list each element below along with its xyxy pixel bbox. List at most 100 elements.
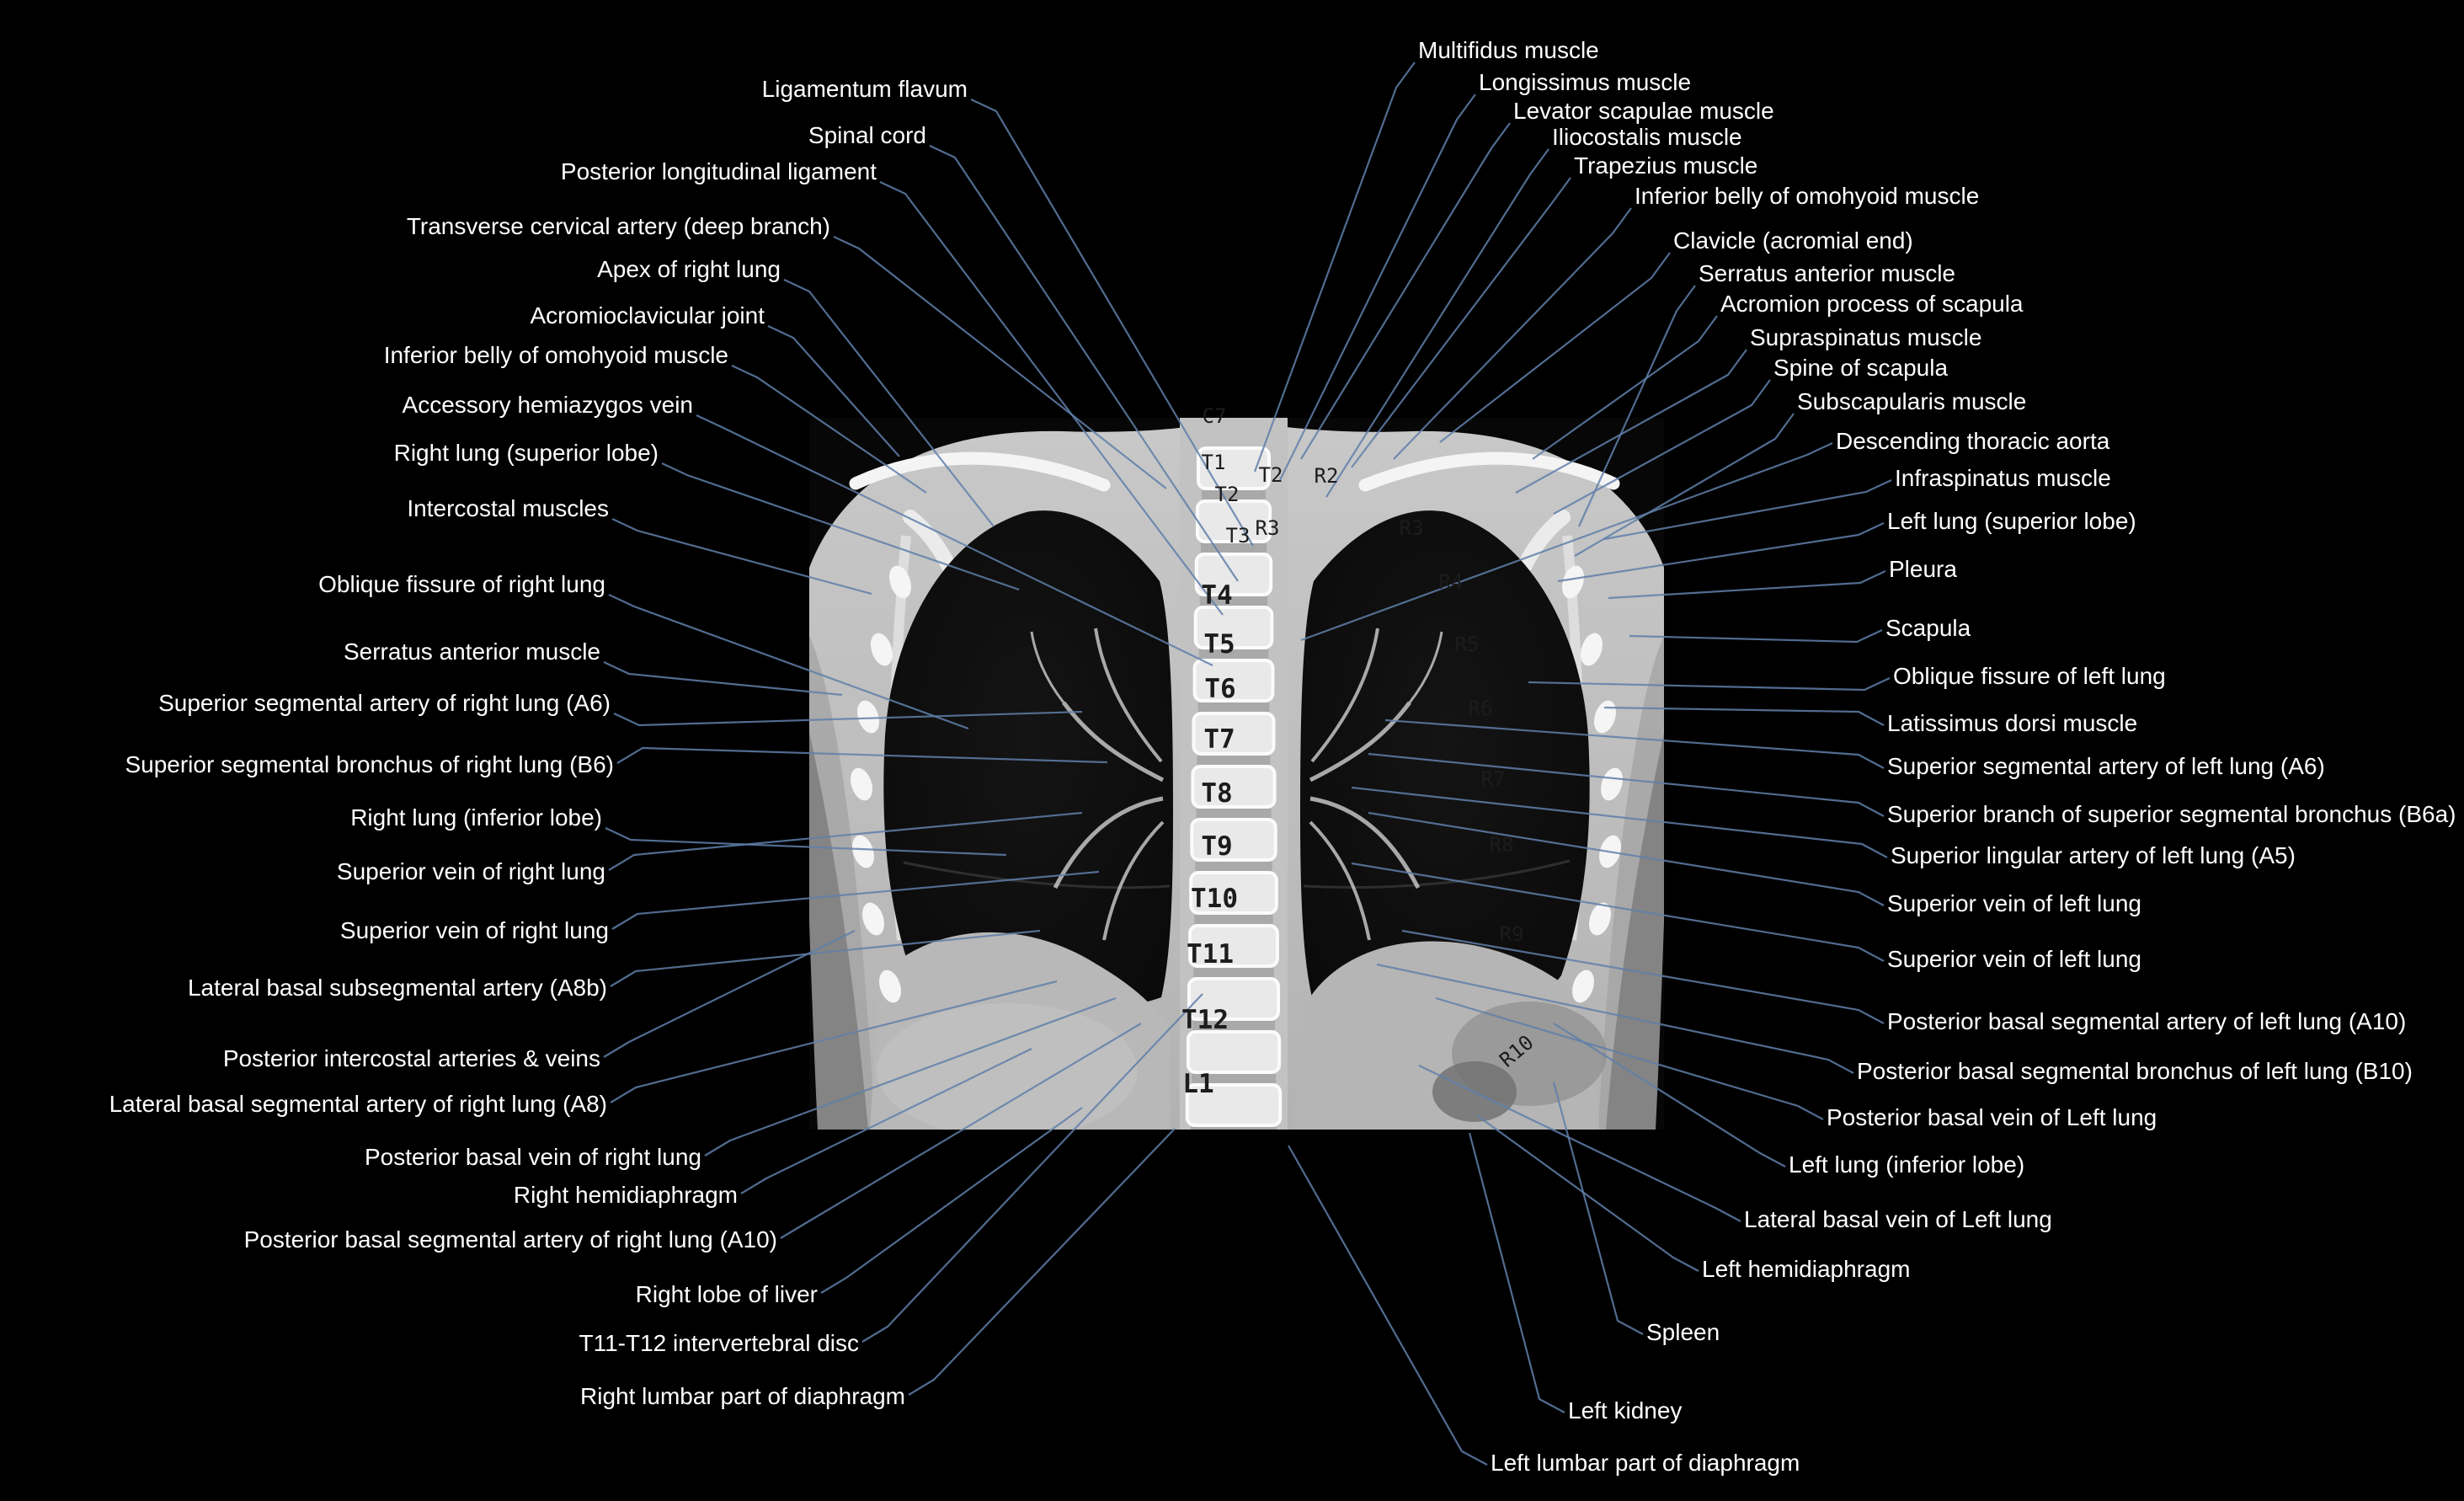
vertebra-label: T4: [1201, 580, 1233, 611]
anatomy-label: Posterior basal segmental artery of righ…: [243, 1226, 777, 1253]
anatomy-label: Right hemidiaphragm: [513, 1182, 738, 1208]
vertebra-label: C7: [1202, 404, 1227, 428]
intervertebral-disc: [1193, 968, 1274, 977]
leader-line: [1468, 1132, 1565, 1413]
leader-line: [1300, 122, 1511, 460]
leader-line: [1253, 61, 1416, 473]
intervertebral-disc: [1197, 756, 1271, 765]
anatomy-label: Acromion process of scapula: [1720, 291, 2024, 317]
anatomy-label: Lateral basal vein of Left lung: [1744, 1206, 2052, 1232]
intervertebral-disc: [1191, 1074, 1277, 1083]
vertebra-body: [1188, 924, 1279, 968]
anatomy-label: Right lobe of liver: [635, 1281, 818, 1307]
leader-line: [1477, 1115, 1699, 1272]
anatomy-label: Spine of scapula: [1773, 355, 1949, 381]
leader-line: [1439, 252, 1671, 443]
leader-line: [908, 1128, 1176, 1396]
anatomy-label: Lateral basal subsegmental artery (A8b): [187, 975, 607, 1001]
anatomy-label: Serratus anterior muscle: [1699, 260, 1956, 286]
vertebra-body: [1189, 871, 1278, 915]
intervertebral-disc: [1199, 596, 1268, 606]
anatomy-label: Superior vein of right lung: [336, 858, 605, 884]
anatomy-label: Right lumbar part of diaphragm: [580, 1383, 905, 1409]
anatomy-label: Superior segmental artery of right lung …: [158, 690, 611, 716]
anatomy-label: Intercostal muscles: [407, 495, 609, 521]
anatomy-label: Left lumbar part of diaphragm: [1491, 1450, 1800, 1476]
anatomy-label: Transverse cervical artery (deep branch): [406, 213, 830, 239]
anatomy-label: Posterior basal segmental bronchus of le…: [1857, 1058, 2413, 1084]
vertebra-label: T5: [1203, 629, 1235, 660]
anatomy-label: Iliocostalis muscle: [1552, 124, 1742, 150]
anatomy-label: Oblique fissure of left lung: [1893, 663, 2166, 689]
anatomy-label: Descending thoracic aorta: [1836, 428, 2110, 454]
anatomy-label: Left lung (superior lobe): [1887, 508, 2136, 534]
anatomy-label: Infraspinatus muscle: [1895, 465, 2111, 491]
anatomy-label: Posterior basal vein of right lung: [365, 1144, 701, 1170]
rib-label: R8: [1489, 833, 1514, 857]
anatomy-label: Right lung (inferior lobe): [350, 804, 602, 831]
vertebra-body: [1192, 659, 1275, 702]
rib-label: R6: [1468, 697, 1493, 720]
anatomy-label: Right lung (superior lobe): [393, 440, 659, 466]
anatomy-label: Superior vein of left lung: [1887, 890, 2141, 916]
anatomy-label: Lateral basal segmental artery of right …: [109, 1091, 607, 1117]
anatomy-label: Levator scapulae muscle: [1513, 98, 1774, 124]
anatomy-label: Apex of right lung: [597, 256, 781, 282]
intervertebral-disc: [1190, 1127, 1277, 1136]
anatomy-label: Superior vein of right lung: [339, 917, 609, 943]
anatomy-label: Latissimus dorsi muscle: [1887, 710, 2138, 736]
anatomy-label: Clavicle (acromial end): [1673, 227, 1913, 254]
anatomy-label: Left hemidiaphragm: [1702, 1256, 1911, 1282]
intervertebral-disc: [1192, 1021, 1275, 1030]
anatomy-label: Posterior intercostal arteries & veins: [222, 1045, 600, 1071]
anatomy-label: Superior segmental artery of left lung (…: [1887, 753, 2325, 779]
vertebra-label: T6: [1204, 674, 1236, 704]
anatomy-label: Subscapularis muscle: [1797, 388, 2027, 414]
anatomy-label: Posterior basal segmental artery of left…: [1887, 1008, 2407, 1034]
rib-label: R5: [1454, 633, 1480, 656]
anatomy-label: Supraspinatus muscle: [1750, 324, 1982, 350]
anatomy-label: Pleura: [1889, 556, 1957, 582]
vertebra-label: T12: [1181, 1005, 1229, 1035]
anatomy-label: Scapula: [1885, 615, 1971, 641]
vertebra-label: L1: [1182, 1069, 1214, 1099]
anatomy-label: Oblique fissure of right lung: [318, 571, 605, 597]
anatomy-label: Superior branch of superior segmental br…: [1887, 801, 2456, 827]
vertebra-label: T3: [1225, 524, 1251, 548]
anatomy-label: Acromioclavicular joint: [530, 302, 765, 329]
vertebra-label: T2: [1214, 483, 1240, 506]
intervertebral-disc: [1195, 862, 1272, 871]
right-rib-cross-section: [851, 767, 872, 801]
intervertebral-disc: [1197, 702, 1270, 712]
anatomy-label: Superior lingular artery of left lung (A…: [1891, 842, 2296, 868]
anatomy-label: Inferior belly of omohyoid muscle: [1635, 183, 1980, 209]
anatomy-label: Inferior belly of omohyoid muscle: [383, 342, 728, 368]
leader-line: [1629, 629, 1883, 644]
rib-label: R3: [1255, 516, 1280, 540]
vertebra-body: [1186, 1030, 1282, 1074]
vertebra-body: [1190, 818, 1277, 862]
vertebra-label: T9: [1201, 831, 1233, 862]
intervertebral-disc: [1198, 649, 1269, 659]
anatomy-label: Spinal cord: [808, 122, 926, 148]
vertebra-body: [1192, 712, 1276, 756]
leader-line: [603, 661, 843, 697]
anatomy-label: Longissimus muscle: [1479, 69, 1692, 95]
intervertebral-disc: [1196, 809, 1272, 818]
anatomy-label: Accessory hemiazygos vein: [402, 392, 693, 418]
anatomy-label: Trapezius muscle: [1574, 152, 1758, 179]
anatomy-label: Left kidney: [1568, 1397, 1683, 1424]
vertebra-label: T10: [1191, 884, 1238, 914]
intervertebral-disc: [1194, 915, 1273, 924]
anatomy-label: Posterior longitudinal ligament: [560, 158, 877, 184]
vertebra-label: T7: [1203, 724, 1235, 755]
anatomy-label: Superior segmental bronchus of right lun…: [125, 751, 614, 777]
vertebra-label: T8: [1201, 778, 1233, 809]
rib-label: R9: [1499, 922, 1524, 946]
vertebra-label: T11: [1187, 939, 1234, 970]
anatomy-label: Superior vein of left lung: [1887, 946, 2141, 972]
left-rib-cross-section: [1581, 633, 1603, 666]
leader-line: [820, 1107, 1083, 1294]
vertebra-label: T2: [1258, 463, 1283, 487]
